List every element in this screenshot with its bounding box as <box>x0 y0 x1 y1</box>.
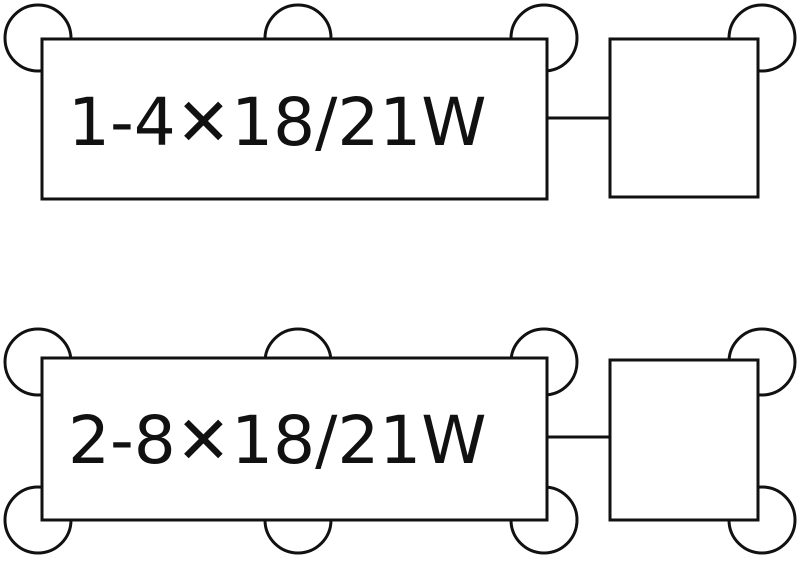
rating-label-bottom: 2-8✕18/21W <box>68 402 487 479</box>
flasher-unit-box-bottom <box>608 358 760 522</box>
circuit-top: 1-4✕18/21W <box>3 3 797 201</box>
lamp-bank-box-top <box>40 37 549 201</box>
rating-label-top: 1-4✕18/21W <box>68 84 487 161</box>
lamp-bank-box-bottom <box>40 356 549 522</box>
flasher-unit-box-top <box>608 37 760 199</box>
circuit-bottom: 2-8✕18/21W <box>3 327 797 555</box>
